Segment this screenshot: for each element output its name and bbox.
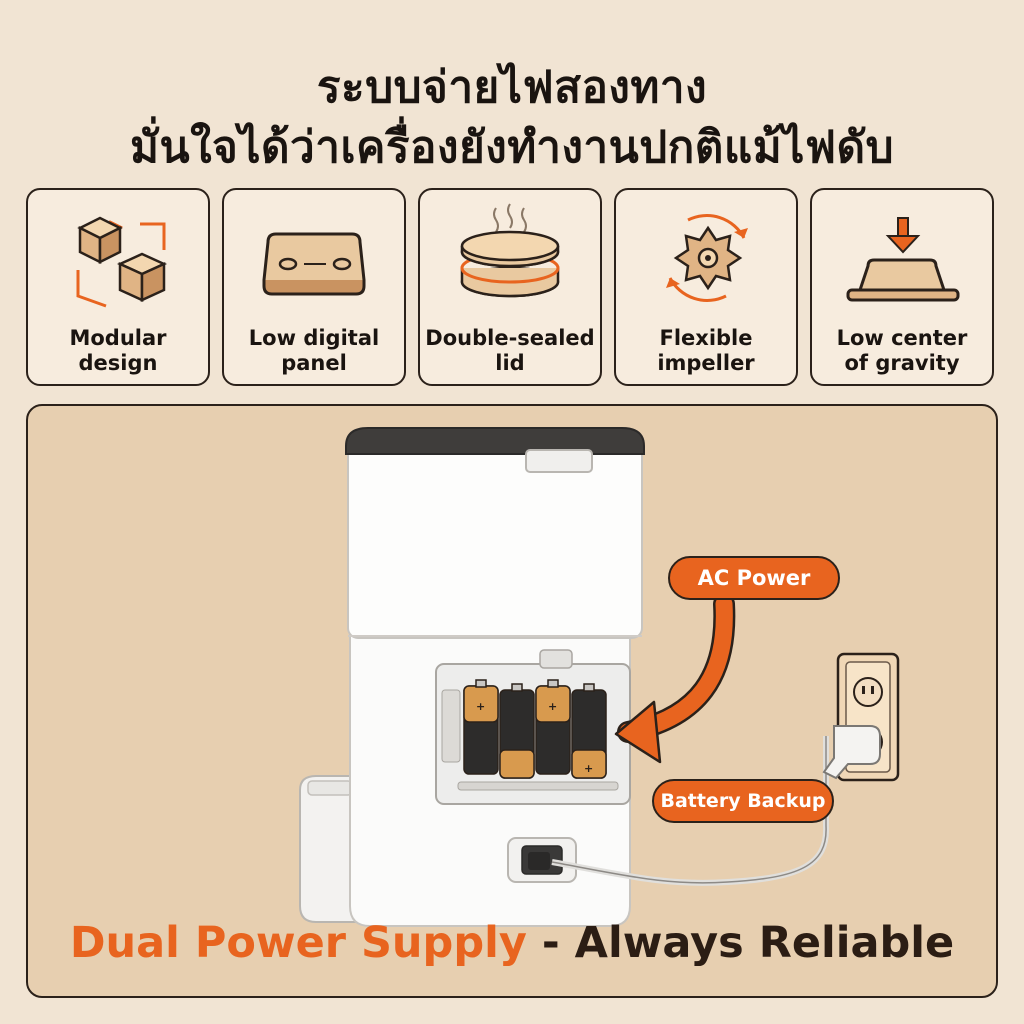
feature-label-line2: impeller [657,351,755,375]
feeder-illustration: + + + [299,427,900,927]
feature-label-line1: Low digital [248,326,380,350]
feature-cards: Modular design Low digital panel [26,188,998,388]
headline-line-1: ระบบจ่ายไฟสองทาง [316,62,708,113]
svg-text:+: + [584,762,593,775]
svg-text:+: + [548,700,557,713]
feature-label-line2: of gravity [844,351,960,375]
feature-label-line1: Flexible [659,326,753,350]
feature-label-line2: lid [495,351,525,375]
svg-text:+: + [476,700,485,713]
headline-line-2: มั่นใจได้ว่าเครื่องยังทำงานปกติแม้ไฟดับ [129,122,895,173]
panel-icon [262,232,366,296]
feature-card-low-digital-panel: Low digital panel [222,188,406,386]
tagline: Dual Power Supply - Always Reliable [28,918,996,968]
feature-label-line2: design [78,351,158,375]
feature-label-line1: Low center [836,326,968,350]
battery-backup-callout: Battery Backup [652,779,834,823]
feature-card-flexible-impeller: Flexible impeller [614,188,798,386]
tagline-rest: - Always Reliable [526,918,955,968]
cubes-icon [76,216,168,308]
feature-card-modular: Modular design [26,188,210,386]
product-panel: + + + AC Power Battery Backup Dual Power… [26,404,998,998]
impeller-icon [666,214,748,302]
tagline-accent: Dual Power Supply [69,918,527,968]
gravity-icon [846,217,960,302]
ac-power-callout: AC Power [668,556,840,600]
feature-label-line1: Double-sealed [425,326,595,350]
feature-card-low-center-of-gravity: Low center of gravity [810,188,994,386]
feature-label-line2: panel [281,351,347,375]
feature-card-double-sealed-lid: Double-sealed lid [418,188,602,386]
feature-label-line1: Modular [69,326,167,350]
sealed-lid-icon [460,203,560,298]
